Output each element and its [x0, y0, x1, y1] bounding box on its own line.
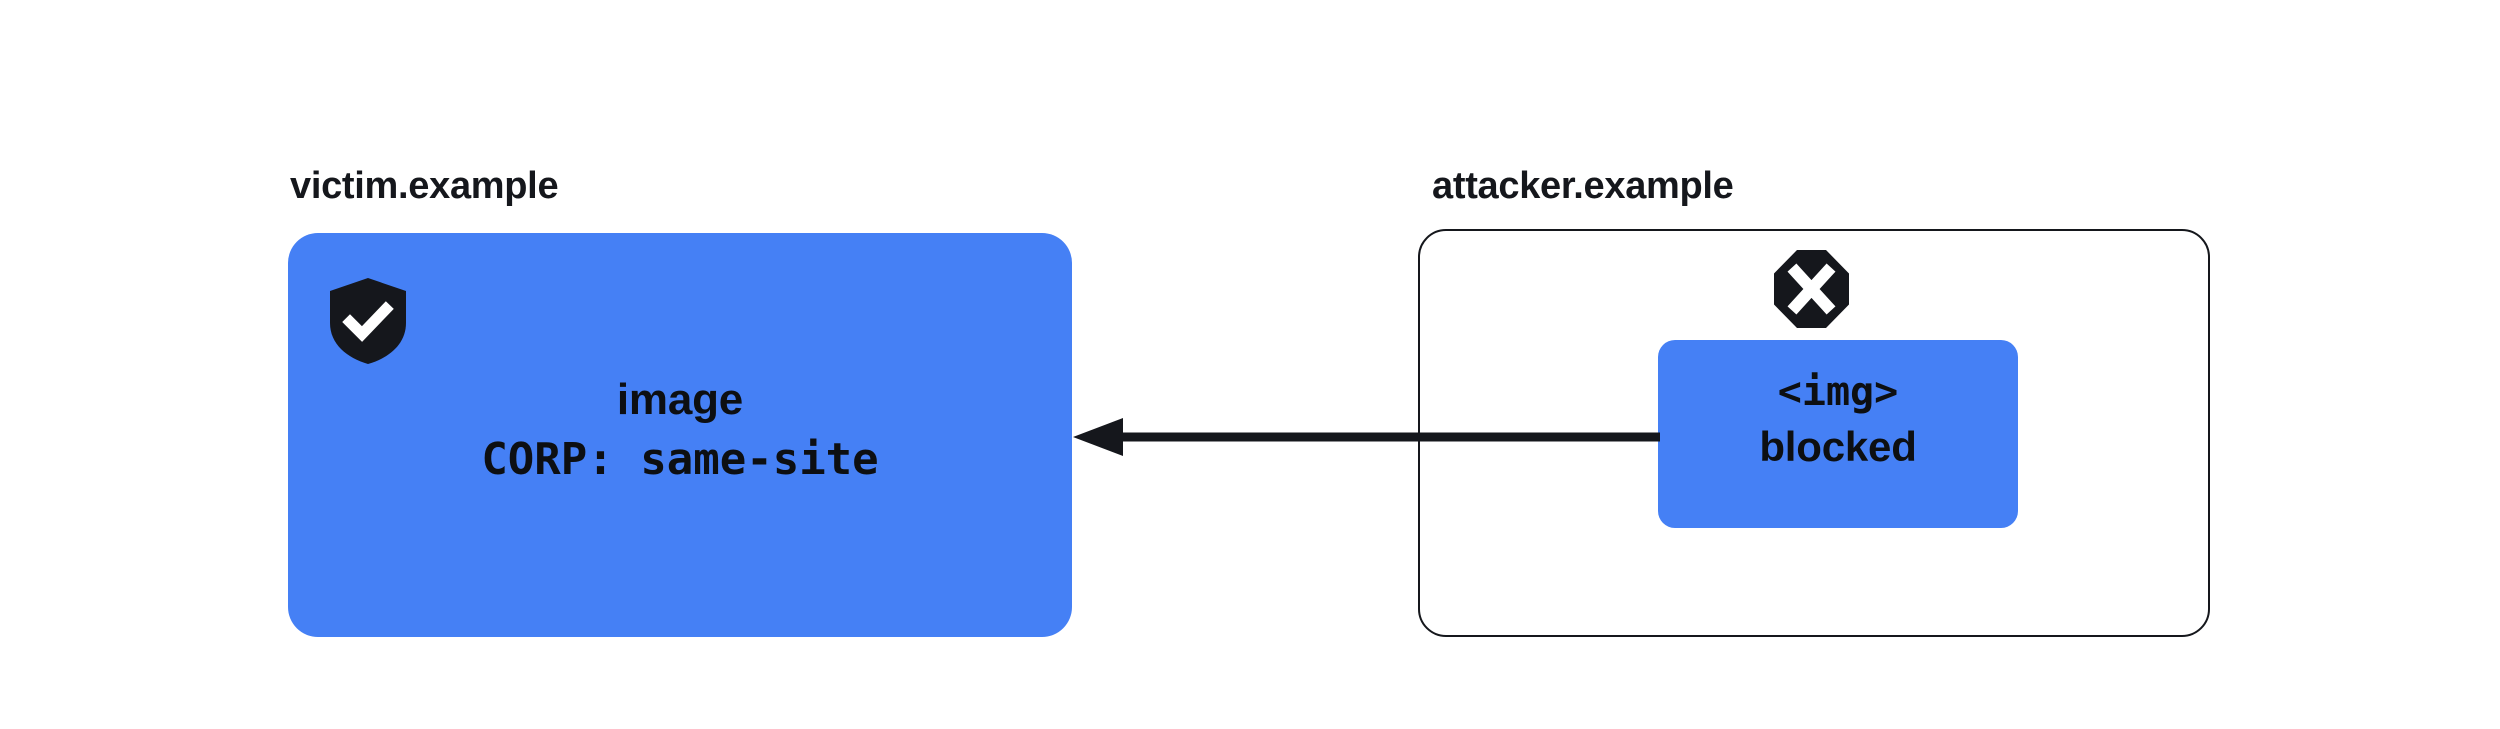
shield-check-icon: [330, 278, 406, 364]
octagon-x-icon: [1774, 250, 1849, 328]
blocked-element-tag: <img>: [1777, 369, 1899, 415]
victim-resource-text: image CORP: same-site: [288, 378, 1072, 482]
victim-origin-card: [288, 233, 1072, 637]
request-flow-arrow: [1060, 410, 1670, 466]
blocked-request-text: <img> blocked: [1658, 372, 2018, 468]
victim-resource-name: image: [616, 375, 744, 424]
victim-resource-header: CORP: same-site: [481, 434, 879, 485]
blocked-request-chip: [1658, 340, 2018, 528]
origin-label-victim: victim.example: [290, 165, 559, 207]
blocked-state-label: blocked: [1759, 423, 1917, 470]
origin-label-attacker: attacker.example: [1432, 165, 1734, 207]
